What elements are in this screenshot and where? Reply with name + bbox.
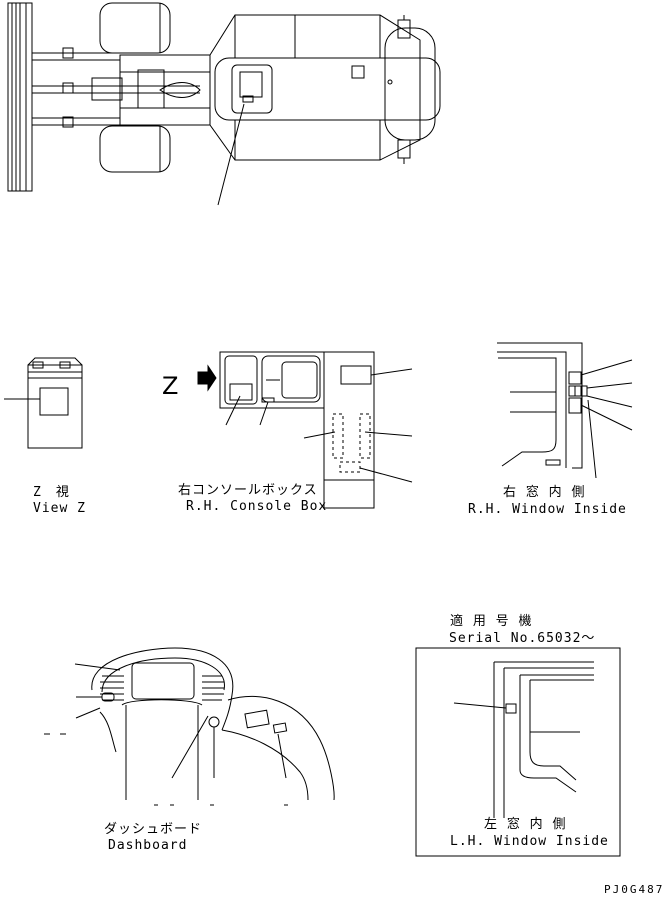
- drawing-code: PJ0G487: [604, 883, 664, 896]
- view-z-label-jp: Z 視: [33, 485, 70, 500]
- dashboard-diagram: [44, 648, 334, 805]
- view-z-diagram: [4, 358, 82, 448]
- machine-top-view: [8, 3, 440, 205]
- serial-label-en: Serial No.65032～: [449, 631, 595, 646]
- rh-window-diagram: [497, 343, 632, 478]
- lh-window-label-en: L.H. Window Inside: [450, 834, 609, 849]
- serial-label-jp: 適 用 号 機: [450, 613, 532, 629]
- lh-window-diagram: [416, 648, 620, 856]
- view-z-letter: Z: [162, 372, 178, 400]
- rh-window-label-en: R.H. Window Inside: [468, 502, 627, 517]
- dashboard-label-en: Dashboard: [108, 838, 187, 853]
- console-box-diagram: [198, 352, 412, 508]
- console-box-label-en: R.H. Console Box: [186, 499, 327, 514]
- rh-window-label-jp: 右 窓 内 側: [503, 484, 585, 500]
- lh-window-label-jp: 左 窓 内 側: [484, 816, 566, 832]
- console-box-label-jp: 右コンソールボックス: [178, 483, 318, 498]
- view-z-label-en: View Z: [33, 501, 86, 516]
- dashboard-label-jp: ダッシュボード: [104, 822, 202, 837]
